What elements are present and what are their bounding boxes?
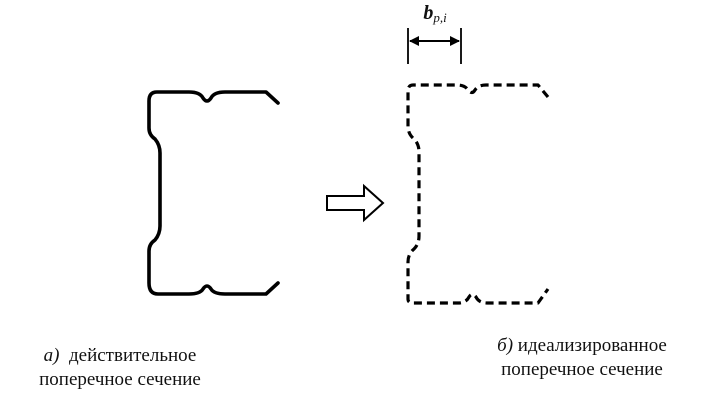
dimension-label-main: b — [423, 2, 434, 24]
caption-b-line1: б) идеализированное — [462, 334, 702, 358]
caption-b-text1: идеализированное — [517, 335, 667, 356]
caption-b-line2: поперечное сечение — [501, 359, 663, 380]
actual-cross-section — [147, 90, 280, 296]
caption-a-letter: а) — [43, 345, 60, 366]
caption-idealized-section: б) идеализированное поперечное сечение — [462, 334, 702, 382]
transform-arrow — [326, 183, 385, 223]
caption-actual-section: а) действительное поперечное сечение — [0, 344, 240, 392]
dimension-label-sub: p,i — [433, 10, 447, 25]
caption-a-line1: а) действительное — [0, 344, 240, 368]
caption-b-letter: б) — [497, 335, 514, 356]
dimension-label: bp,i — [410, 2, 460, 26]
caption-a-line2: поперечное сечение — [39, 369, 201, 390]
caption-a-text1: действительное — [68, 345, 197, 366]
idealized-cross-section — [406, 83, 550, 305]
